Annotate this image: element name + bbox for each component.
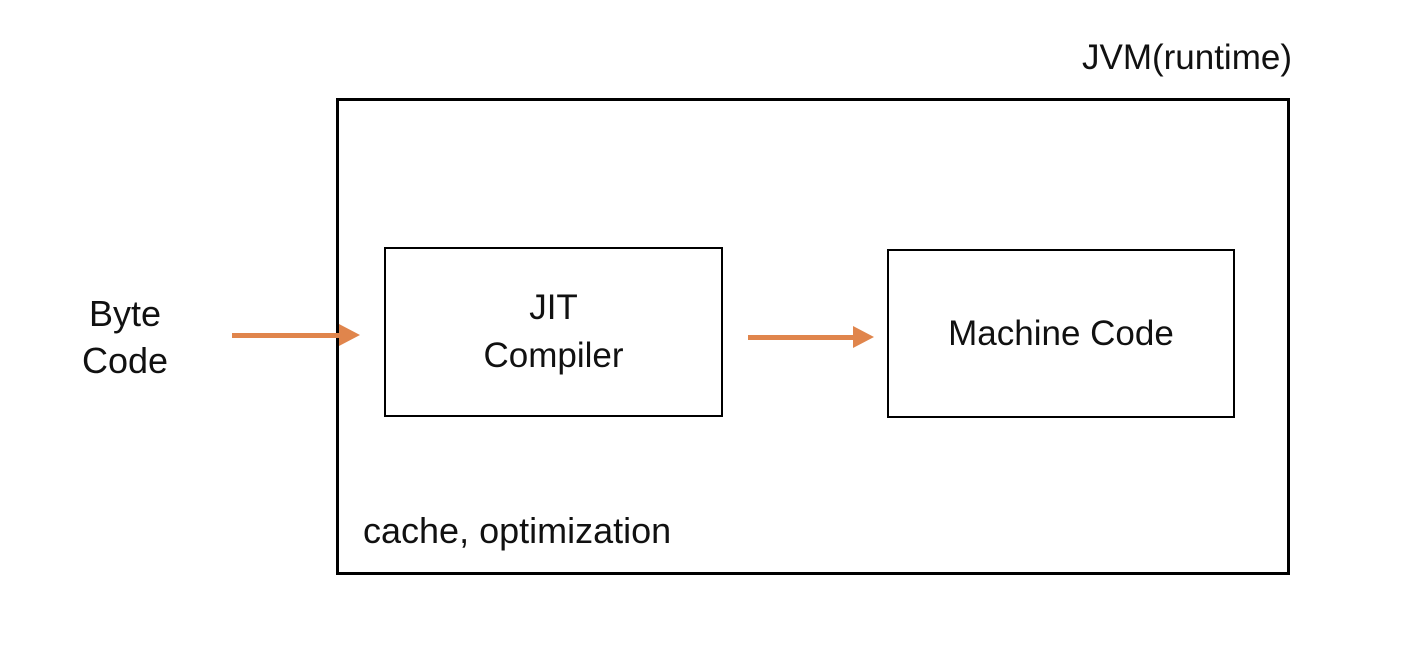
jit-compiler-line2: Compiler (483, 336, 624, 375)
arrow-byte-to-jit-icon (232, 324, 360, 346)
arrow-head (339, 324, 360, 346)
jit-compiler-line1: JIT (529, 288, 578, 327)
arrow-shaft (748, 335, 856, 340)
byte-code-line1: Byte (88, 293, 162, 334)
byte-code-line2: Code (81, 340, 169, 381)
machine-code-label: Machine Code (948, 313, 1174, 353)
arrow-jit-to-machine-icon (748, 326, 874, 348)
jit-compiler-node: JIT Compiler (384, 247, 723, 417)
byte-code-label: Byte Code (40, 290, 210, 384)
cache-optimization-note: cache, optimization (363, 510, 672, 551)
arrow-shaft (232, 333, 342, 338)
jvm-runtime-title: JVM(runtime) (1081, 38, 1292, 77)
arrow-head (853, 326, 874, 348)
machine-code-node: Machine Code (887, 249, 1235, 418)
